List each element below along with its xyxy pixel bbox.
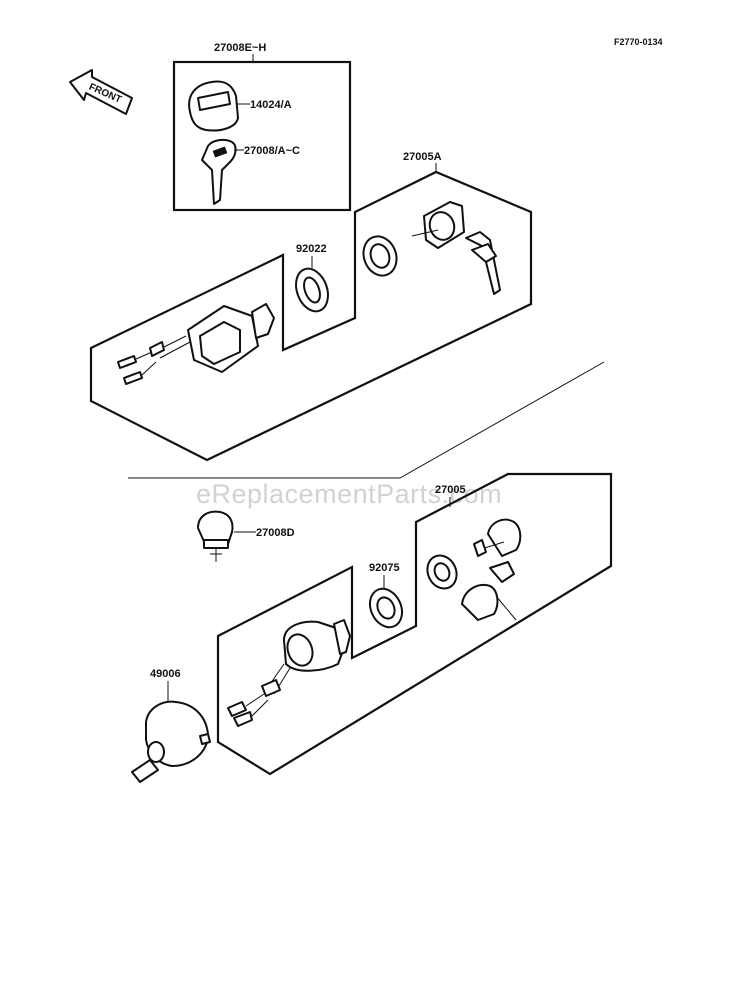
switch-housing-upper-icon bbox=[411, 201, 501, 295]
washer-upper-icon bbox=[295, 267, 329, 313]
drawing-code: F2770-0134 bbox=[614, 37, 663, 47]
label-ignition-switch-lower: 27005 bbox=[435, 484, 466, 496]
label-key-set-upper: 27008E~H bbox=[214, 42, 266, 54]
label-washer-lower: 92075 bbox=[369, 562, 400, 574]
key-set-upper-group: 27008E~H 14024/A 27008/A~C bbox=[172, 42, 352, 212]
washer-lower-icon bbox=[368, 587, 404, 629]
label-key-cover: 14024/A bbox=[250, 99, 292, 111]
front-arrow-icon: FRONT bbox=[69, 69, 133, 115]
nut-upper-icon bbox=[362, 235, 398, 277]
label-cap: 49006 bbox=[150, 668, 181, 680]
label-washer-upper: 92022 bbox=[296, 243, 327, 255]
knob-key-icon bbox=[197, 510, 234, 562]
switch-housing-lower-icon bbox=[461, 518, 522, 621]
ignition-switch-upper-icon bbox=[117, 303, 275, 385]
key-blank-icon bbox=[201, 138, 237, 205]
key-cover-icon bbox=[188, 80, 239, 132]
label-ignition-switch-upper: 27005A bbox=[403, 151, 442, 163]
cap-icon bbox=[131, 700, 211, 783]
nut-lower-icon bbox=[426, 554, 458, 590]
ignition-switch-lower-outline bbox=[216, 472, 613, 776]
section-divider bbox=[128, 361, 605, 479]
label-key-blank: 27008/A~C bbox=[244, 145, 300, 157]
label-knob-key: 27008D bbox=[256, 527, 295, 539]
key-set-box bbox=[172, 60, 352, 212]
ignition-switch-upper-outline bbox=[89, 170, 533, 462]
ignition-switch-lower-icon bbox=[227, 619, 351, 727]
